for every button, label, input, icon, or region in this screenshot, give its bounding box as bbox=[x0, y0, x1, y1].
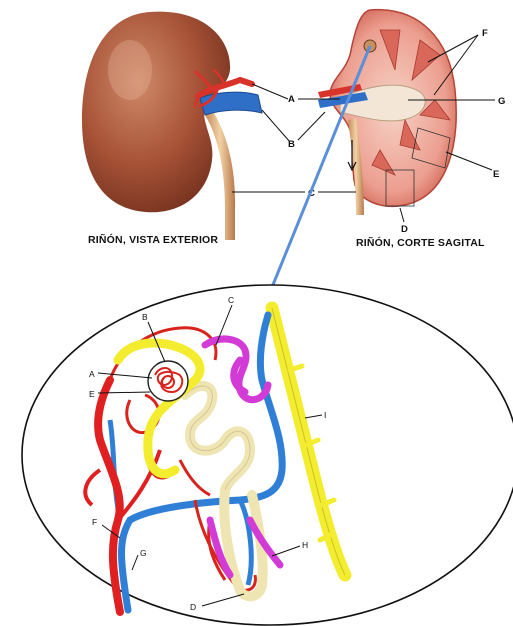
kidney-label-g: G bbox=[498, 96, 505, 107]
kidney-label-a: A bbox=[288, 94, 295, 105]
nephron-inset: A B C D E F G H I bbox=[22, 285, 513, 625]
kidney-highlight bbox=[108, 40, 152, 100]
caption-exterior: RIÑÓN, VISTA EXTERIOR bbox=[88, 233, 218, 246]
nephron-label-c: C bbox=[228, 295, 234, 305]
kidney-label-d: D bbox=[401, 224, 408, 235]
kidney-label-f: F bbox=[482, 28, 488, 39]
kidney-label-b: B bbox=[288, 139, 295, 150]
nephron-label-g: G bbox=[140, 548, 147, 558]
nephron-label-i: I bbox=[324, 410, 326, 420]
renal-vein-exterior bbox=[200, 92, 262, 115]
nephron-label-a: A bbox=[89, 369, 95, 379]
nephron-label-f: F bbox=[92, 517, 97, 527]
ureter-exterior bbox=[205, 110, 235, 240]
nephron-label-h: H bbox=[302, 540, 308, 550]
kidney-exterior bbox=[82, 12, 262, 240]
nephron-label-e: E bbox=[89, 389, 95, 399]
kidney-sagittal bbox=[318, 10, 456, 215]
nephron-label-d: D bbox=[190, 602, 196, 612]
nephron-label-b: B bbox=[142, 312, 148, 322]
caption-sagittal: RIÑÓN, CORTE SAGITAL bbox=[356, 236, 485, 249]
kidney-label-e: E bbox=[493, 169, 499, 180]
